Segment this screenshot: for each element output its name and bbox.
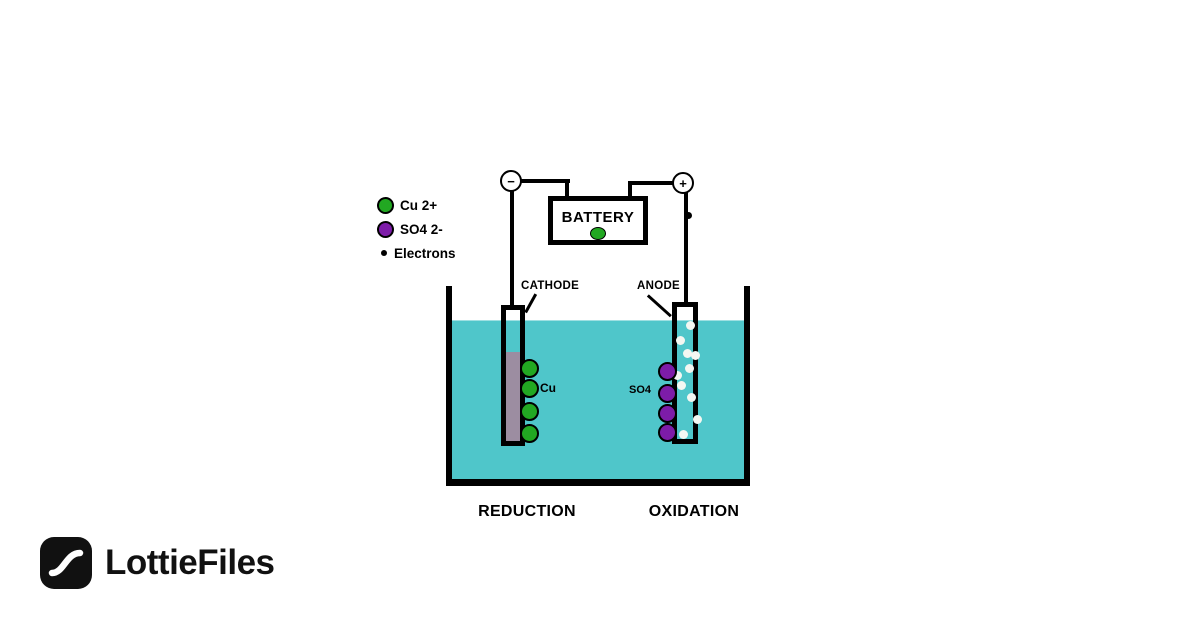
wire-positive-to-battery (628, 181, 632, 197)
cathode-label: CATHODE (521, 280, 580, 292)
cu-ion (519, 358, 539, 378)
oxygen-bubble (682, 348, 692, 358)
cu-ion (519, 378, 539, 398)
wire-positive-to-anode (684, 191, 688, 305)
cu-ion (519, 401, 539, 421)
anode-label: ANODE (637, 280, 681, 292)
wire-negative-to-battery (565, 179, 569, 197)
cu-ion (519, 423, 539, 443)
wire-negative-horizontal (518, 179, 570, 183)
battery-label: BATTERY (561, 209, 635, 226)
oxygen-bubble (690, 350, 700, 360)
oxidation-label: OXIDATION (648, 503, 740, 520)
battery-box: BATTERY (548, 196, 648, 245)
lottie-squiggle-icon (48, 549, 84, 577)
positive-terminal-icon: + (672, 172, 694, 194)
oxygen-bubble (672, 370, 682, 380)
wire-positive-horizontal (628, 181, 680, 185)
so4-ion-icon (377, 220, 394, 238)
so4-ion (657, 383, 677, 403)
so4-ion (657, 361, 677, 381)
legend-cu-label: Cu 2+ (400, 197, 438, 213)
copper-deposit (506, 352, 520, 441)
legend-item-cu: Cu 2+ (377, 193, 456, 217)
oxygen-bubble (675, 335, 685, 345)
wire-negative-to-cathode (510, 189, 514, 307)
lottiefiles-wordmark: LottieFiles (105, 543, 275, 582)
anode-bubble-area (672, 307, 702, 439)
tank-walls (446, 286, 750, 486)
oxygen-bubble (685, 320, 695, 330)
legend: Cu 2+ SO4 2- Electrons (377, 193, 456, 265)
legend-item-electrons: Electrons (377, 241, 456, 265)
negative-terminal-icon: − (500, 170, 522, 192)
lottiefiles-logo: LottieFiles (40, 537, 275, 589)
electron-dot (684, 211, 692, 219)
cu-ion-icon (377, 196, 394, 214)
oxygen-bubble (692, 414, 702, 424)
cu-ions-label: Cu (540, 381, 556, 395)
reduction-label: REDUCTION (478, 503, 576, 520)
legend-item-so4: SO4 2- (377, 217, 456, 241)
so4-ion (657, 403, 677, 423)
cathode-electrode (501, 305, 525, 446)
oxygen-bubble (684, 363, 694, 373)
battery-cu-ion-icon (590, 227, 606, 240)
electron-icon (381, 250, 387, 256)
legend-electrons-label: Electrons (394, 245, 456, 261)
so4-ions-label: SO4 (629, 384, 652, 396)
legend-so4-label: SO4 2- (400, 221, 443, 237)
negative-terminal-glyph: − (507, 173, 515, 189)
water-surface-line (452, 318, 744, 321)
so4-ion (657, 422, 677, 442)
oxygen-bubble (678, 429, 688, 439)
oxygen-bubble (686, 392, 696, 402)
lottiefiles-mark-icon (40, 537, 92, 589)
positive-terminal-glyph: + (679, 175, 687, 191)
oxygen-bubble (676, 380, 686, 390)
